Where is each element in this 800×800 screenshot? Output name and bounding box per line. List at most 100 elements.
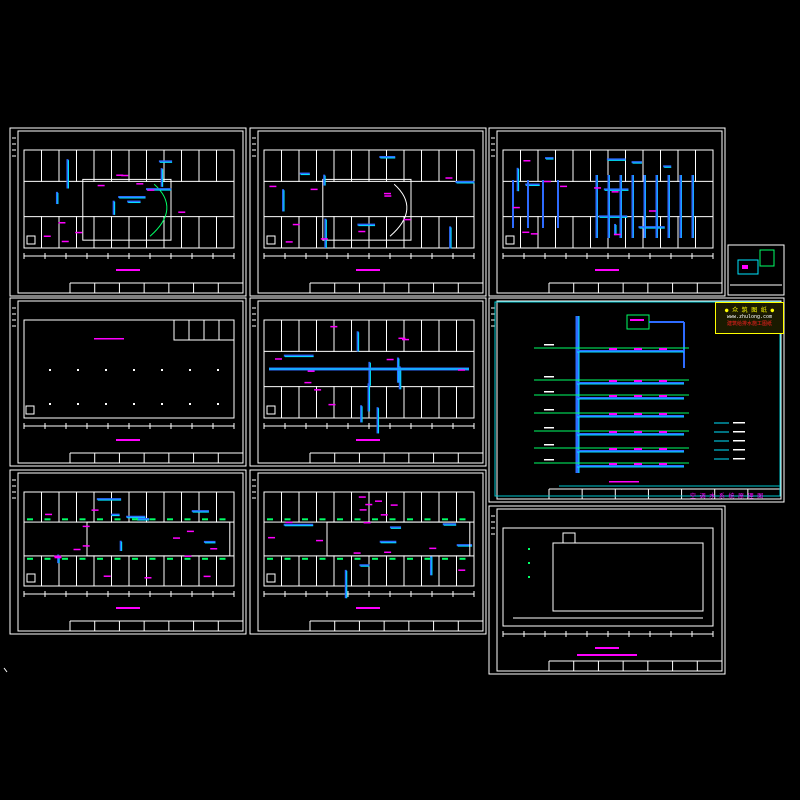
sheet-3-room-top bbox=[537, 149, 556, 182]
sheet-8-room-label bbox=[363, 521, 371, 524]
detail-box bbox=[737, 259, 759, 275]
sheet-1-room-label bbox=[61, 240, 69, 243]
sheet-5-room-top bbox=[438, 319, 457, 352]
sheet-8-fan-coil bbox=[354, 518, 361, 521]
watermark-line-1: ● 众 筑 图 纸 ● bbox=[724, 307, 775, 314]
sheet-8-fan-coil bbox=[319, 518, 326, 521]
sheet-8-room-label bbox=[458, 569, 466, 571]
sheet-5-room-label bbox=[328, 403, 336, 406]
sheet-9-frame bbox=[488, 505, 726, 675]
sheet-4-column bbox=[77, 403, 79, 405]
sheet-8-open-hall bbox=[326, 521, 471, 557]
sheet-7-fan-coil bbox=[44, 518, 51, 521]
sheet-2-room-top bbox=[333, 149, 352, 182]
sheet-5-room-bottom bbox=[281, 386, 300, 419]
sheet-8-room-label bbox=[285, 521, 293, 524]
sheet-7-fan-coil bbox=[114, 518, 121, 521]
sheet-7-room-label bbox=[82, 545, 90, 547]
sheet-8-room-top bbox=[316, 491, 335, 523]
sheet-3-room-bottom bbox=[590, 216, 609, 249]
sheet-7-fan-coil bbox=[44, 557, 51, 560]
sheet-2-room-bottom bbox=[368, 216, 387, 249]
sheet-2-room-top bbox=[403, 149, 422, 182]
sheet-8-room-bottom bbox=[298, 555, 317, 587]
sheet-6-unit-tag bbox=[634, 348, 642, 350]
sheet-1-room-top bbox=[163, 149, 182, 182]
sheet-3-room-label bbox=[512, 206, 520, 209]
sheet-8-fan-coil bbox=[302, 557, 308, 560]
sheet-1-room-label bbox=[147, 189, 155, 191]
sheet-8-fan-coil bbox=[267, 518, 273, 521]
sheet-3-room-label bbox=[522, 231, 530, 234]
sheet-3-inner-border bbox=[496, 130, 723, 294]
sheet-2-room-bottom bbox=[456, 216, 475, 249]
sheet-8-fan-coil bbox=[442, 518, 448, 521]
sheet-6-unit-tag bbox=[634, 395, 642, 397]
sheet-6-unit-tag bbox=[609, 413, 617, 415]
sheet-7-room-bottom bbox=[198, 555, 217, 587]
sheet-4-column bbox=[161, 403, 163, 405]
sheet-5-room-bottom bbox=[403, 386, 422, 419]
sheet-5-room-bottom bbox=[421, 386, 440, 419]
sheet-6-unit-tag bbox=[609, 463, 617, 465]
sheet-6-unit-tag bbox=[659, 463, 667, 465]
sheet-7-fan-coil bbox=[114, 557, 121, 560]
sheet-8-room-top bbox=[298, 491, 317, 523]
sheet-5-room-top bbox=[403, 319, 422, 352]
sheet-8-room-bottom bbox=[456, 555, 475, 587]
sheet-5-room-top bbox=[386, 319, 405, 352]
sheet-1-room-bottom bbox=[93, 216, 112, 249]
sheet-7-room-bottom bbox=[111, 555, 130, 587]
sheet-1-room-label bbox=[121, 174, 129, 177]
sheet-1-room-top bbox=[76, 149, 95, 182]
sheet-8-room-bottom bbox=[281, 555, 300, 587]
corner-mark bbox=[3, 667, 8, 673]
sheet-7-fan-coil bbox=[62, 557, 68, 560]
sheet-1-room-top bbox=[181, 149, 200, 182]
sheet-3-room-label bbox=[523, 160, 531, 162]
sheet-6-level-text bbox=[544, 459, 554, 461]
sheet-2-room-label bbox=[320, 238, 328, 240]
sheet-7-stair bbox=[26, 573, 36, 583]
sheet-2-frame bbox=[249, 127, 487, 297]
sheet-1-room-top bbox=[216, 149, 235, 182]
sheet-2-inner-border bbox=[257, 130, 484, 294]
sheet-6-level-text bbox=[544, 409, 554, 411]
sheet-3-room-label bbox=[560, 185, 568, 188]
sheet-7-fan-coil bbox=[167, 518, 173, 521]
sheet-4-column bbox=[189, 369, 191, 371]
sheet-1-room-label bbox=[116, 174, 124, 176]
sheet-7-fan-coil bbox=[219, 557, 226, 560]
sheet-8-fan-coil bbox=[284, 557, 291, 560]
sheet-8-room-bottom bbox=[403, 555, 422, 587]
sheet-3-room-bottom bbox=[695, 216, 714, 249]
sheet-1-room-bottom bbox=[163, 216, 182, 249]
sheet-2-room-top bbox=[368, 149, 387, 182]
sheet-4-column bbox=[49, 369, 51, 371]
sheet-8-room-top bbox=[456, 491, 475, 523]
sheet-2-room-label bbox=[383, 192, 391, 195]
sheet-8-room-bottom bbox=[333, 555, 352, 587]
sheet-4-room-label bbox=[94, 338, 124, 340]
sheet-4-stair bbox=[25, 405, 35, 415]
sheet-7-room-bottom bbox=[41, 555, 60, 587]
sheet-5-room-label bbox=[304, 381, 312, 384]
sheet-9-riser-mark bbox=[528, 562, 530, 564]
sheet-7-fan-coil bbox=[132, 557, 138, 560]
sheet-6-level-text bbox=[544, 376, 554, 378]
sheet-4-room bbox=[203, 319, 220, 341]
sheet-8-room-top bbox=[438, 491, 457, 523]
sheet-2-room-top bbox=[281, 149, 300, 182]
sheet-7-fan-coil bbox=[27, 518, 33, 521]
sheet-1-room-top bbox=[198, 149, 217, 182]
sheet-9-building-outline bbox=[502, 527, 714, 627]
sheet-5-room-bottom bbox=[386, 386, 405, 419]
sheet-6-unit-tag bbox=[634, 431, 642, 433]
sheet-1-room-label bbox=[178, 211, 186, 213]
sheet-5-room-label bbox=[330, 325, 338, 328]
sheet-5-room-bottom bbox=[298, 386, 317, 419]
sheet-2-room-top bbox=[298, 149, 317, 182]
sheet-7-fan-coil bbox=[79, 518, 86, 521]
sheet-4-column bbox=[217, 403, 219, 405]
sheet-1-stair bbox=[26, 235, 36, 245]
